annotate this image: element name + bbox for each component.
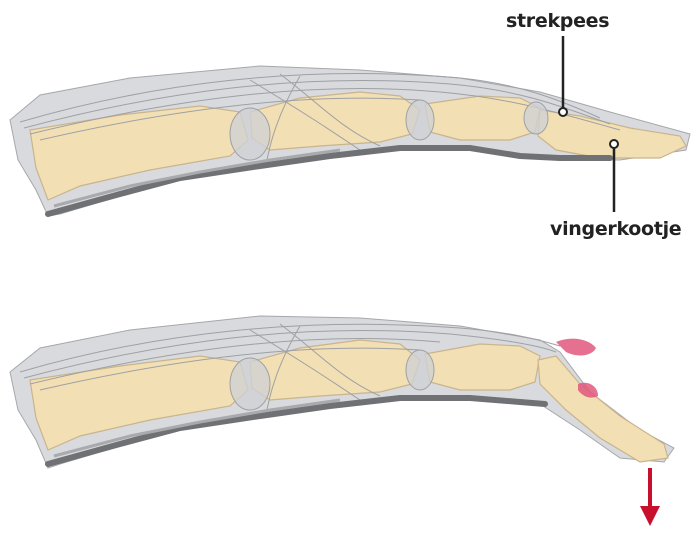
joint-capsule-1 xyxy=(230,108,270,160)
tendon-tear-marker-upper xyxy=(556,339,596,356)
arrow-down-icon xyxy=(640,468,660,526)
joint-capsule-1-injured xyxy=(230,358,270,410)
middle-phalanx-bone xyxy=(425,96,540,140)
finger-normal xyxy=(10,66,690,216)
label-extensor-tendon: strekpees xyxy=(506,10,609,32)
joint-capsule-3 xyxy=(524,102,548,134)
joint-capsule-2-injured xyxy=(406,350,434,390)
finger-injured xyxy=(10,316,674,468)
middle-phalanx-bone-injured xyxy=(425,344,540,390)
label-phalanx: vingerkootje xyxy=(550,218,681,240)
joint-capsule-2 xyxy=(406,100,434,140)
